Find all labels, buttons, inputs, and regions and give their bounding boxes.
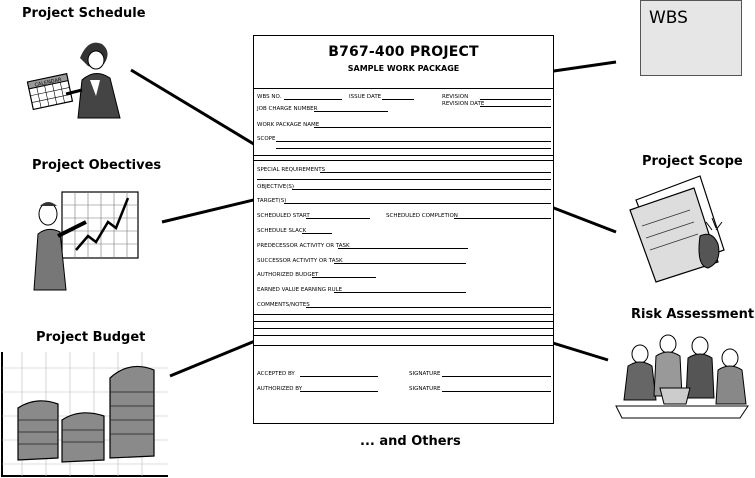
risk-assessment-label: Risk Assessment [631,307,755,322]
successor-line [334,263,466,264]
revision-date-label: REVISION DATE [442,101,485,107]
divider [254,328,553,329]
authorized-budget-label: AUTHORIZED BUDGET [257,272,319,278]
authorized-by-label: AUTHORIZED BY [257,386,303,392]
targets-line [284,203,551,204]
divider [254,155,553,156]
signature-2-line [442,391,551,392]
work-package-name-line [314,127,551,128]
revision-line [480,99,551,100]
wbs-no-label: WBS NO. [257,94,282,100]
comments-line-1 [306,307,551,308]
work-package-form: B767-400 PROJECT SAMPLE WORK PACKAGE WBS… [253,35,554,424]
earned-value-label: EARNED VALUE EARNING RULE [257,287,343,293]
scope-clipart [629,175,725,283]
authorized-budget-line [312,277,376,278]
schedule-slack-label: SCHEDULE SLACK [257,228,307,234]
wbs-label: WBS [649,8,688,28]
divider [254,314,553,315]
objectives-label: OBJECTIVE(S) [257,184,295,190]
scope-line-1 [276,141,551,142]
signature-1-label: SIGNATURE [409,371,441,377]
wbs-no-line [284,99,342,100]
divider [254,88,553,89]
scheduled-start-line [306,218,370,219]
project-objectives-label: Project Obectives [32,158,162,173]
schedule-clipart: CALENDAR [26,42,121,119]
arrow-objectives [161,193,272,224]
special-requirements-line-2 [257,179,551,180]
project-scope-label: Project Scope [642,154,743,169]
job-charge-line [314,111,388,112]
issue-date-label: ISSUE DATE [349,94,382,100]
signature-2-label: SIGNATURE [409,386,441,392]
scheduled-completion-line [454,218,551,219]
signature-1-line [442,376,551,377]
work-package-name-label: WORK PACKAGE NAME [257,122,320,128]
divider [254,321,553,322]
revision-date-line [480,106,551,107]
special-requirements-line [320,172,551,173]
comments-label: COMMENTS/NOTES [257,302,310,308]
successor-label: SUCCESSOR ACTIVITY OR TASK [257,258,343,264]
special-requirements-label: SPECIAL REQUIREMENTS [257,167,326,173]
scheduled-completion-label: SCHEDULED COMPLETION [386,213,458,219]
scope-label: SCOPE [257,136,276,142]
divider [254,160,553,161]
earned-value-line [334,292,466,293]
project-schedule-label: Project Schedule [22,6,146,21]
form-subtitle: SAMPLE WORK PACKAGE [347,64,460,73]
accepted-by-label: ACCEPTED BY [257,371,295,377]
predecessor-label: PREDECESSOR ACTIVITY OR TASK [257,243,350,249]
budget-clipart [1,352,168,477]
others-caption: ... and Others [360,434,461,449]
divider [254,345,553,346]
issue-date-line [382,99,414,100]
project-budget-label: Project Budget [36,330,146,345]
calendar-word: CALENDAR [34,77,62,89]
targets-label: TARGET(S) [257,198,287,204]
predecessor-line [338,248,468,249]
form-title: B767-400 PROJECT [328,44,479,60]
wbs-box: WBS [640,0,742,76]
objectives-clipart [33,191,139,291]
scheduled-start-label: SCHEDULED START [257,213,310,219]
schedule-slack-line [302,233,332,234]
scope-line-2 [276,148,551,149]
risk-clipart [615,334,749,419]
divider [254,335,553,336]
job-charge-label: JOB CHARGE NUMBER [257,106,318,112]
accepted-by-line [300,376,378,377]
authorized-by-line [300,391,378,392]
revision-label: REVISION [442,94,469,100]
objectives-line [292,189,551,190]
